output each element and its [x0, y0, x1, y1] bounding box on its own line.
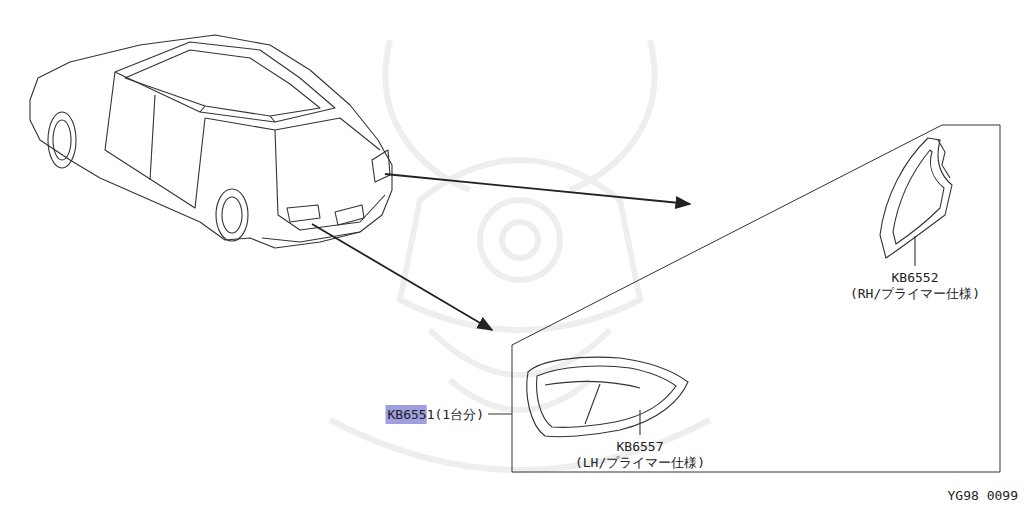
inset-panel	[512, 125, 1000, 472]
part-number: KB6552	[892, 270, 939, 285]
leader-line	[488, 414, 512, 415]
set-number: KB6551(1台分)	[388, 407, 484, 422]
figure-code: YG98 0099	[948, 488, 1018, 503]
pointer-arrow	[312, 174, 690, 330]
part-note: (RH/プライマー仕様)	[850, 286, 980, 301]
lh-finisher	[527, 357, 688, 437]
car-illustration	[30, 35, 392, 248]
part-number: KB6557	[617, 439, 664, 454]
watermark	[330, 40, 710, 470]
rh-finisher	[880, 138, 952, 266]
part-note: (LH/プライマー仕様)	[575, 455, 705, 470]
